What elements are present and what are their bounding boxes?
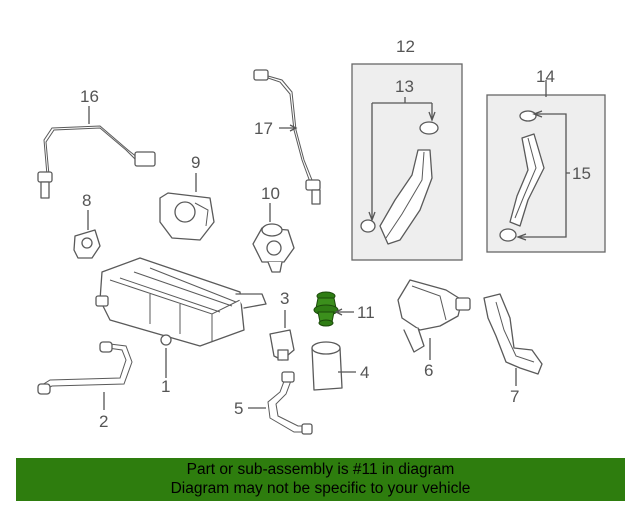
label-10: 10 xyxy=(261,184,280,203)
hose-13 xyxy=(379,149,433,245)
solenoid-10 xyxy=(252,203,295,273)
filter-4 xyxy=(311,341,356,391)
valve-6 xyxy=(397,279,471,360)
label-6: 6 xyxy=(424,361,433,380)
sensor-8 xyxy=(73,210,101,259)
valve-9 xyxy=(159,173,215,241)
banner-line-2: Diagram may not be specific to your vehi… xyxy=(170,480,471,497)
hose-clamp-lower xyxy=(360,219,376,233)
sensor-16 xyxy=(37,106,156,199)
bracket-7 xyxy=(483,293,543,386)
label-1: 1 xyxy=(161,377,170,396)
label-4: 4 xyxy=(360,363,369,382)
label-8: 8 xyxy=(82,191,91,210)
label-13: 13 xyxy=(395,77,414,96)
inset-box-12 xyxy=(351,63,463,261)
inset-box-14 xyxy=(486,80,606,253)
hose-2 xyxy=(37,341,133,410)
hose-5 xyxy=(248,371,313,435)
label-2: 2 xyxy=(99,412,108,431)
label-11: 11 xyxy=(357,303,375,322)
label-7: 7 xyxy=(510,387,519,406)
label-9: 9 xyxy=(191,153,200,172)
label-5: 5 xyxy=(234,399,243,418)
label-12: 12 xyxy=(396,37,415,56)
hose-15 xyxy=(509,133,545,227)
label-3: 3 xyxy=(280,289,289,308)
label-16: 16 xyxy=(80,87,99,106)
canister-1 xyxy=(95,257,267,378)
hose-clamp-lower-14 xyxy=(499,228,517,242)
label-14: 14 xyxy=(536,67,555,86)
banner-line-1: Part or sub-assembly is #11 in diagram xyxy=(186,461,455,478)
hose-clamp-upper xyxy=(419,121,439,135)
sensor-17 xyxy=(253,69,321,205)
label-15: 15 xyxy=(572,164,591,183)
label-17: 17 xyxy=(254,119,273,138)
fitting-3 xyxy=(269,310,295,361)
hose-clamp-upper-14 xyxy=(519,110,537,122)
info-banner: Part or sub-assembly is #11 in diagram D… xyxy=(16,458,625,501)
parts-diagram: 1 2 3 4 5 6 7 8 9 10 11 12 13 14 15 16 1… xyxy=(37,37,606,435)
part-11-highlighted xyxy=(313,291,354,327)
